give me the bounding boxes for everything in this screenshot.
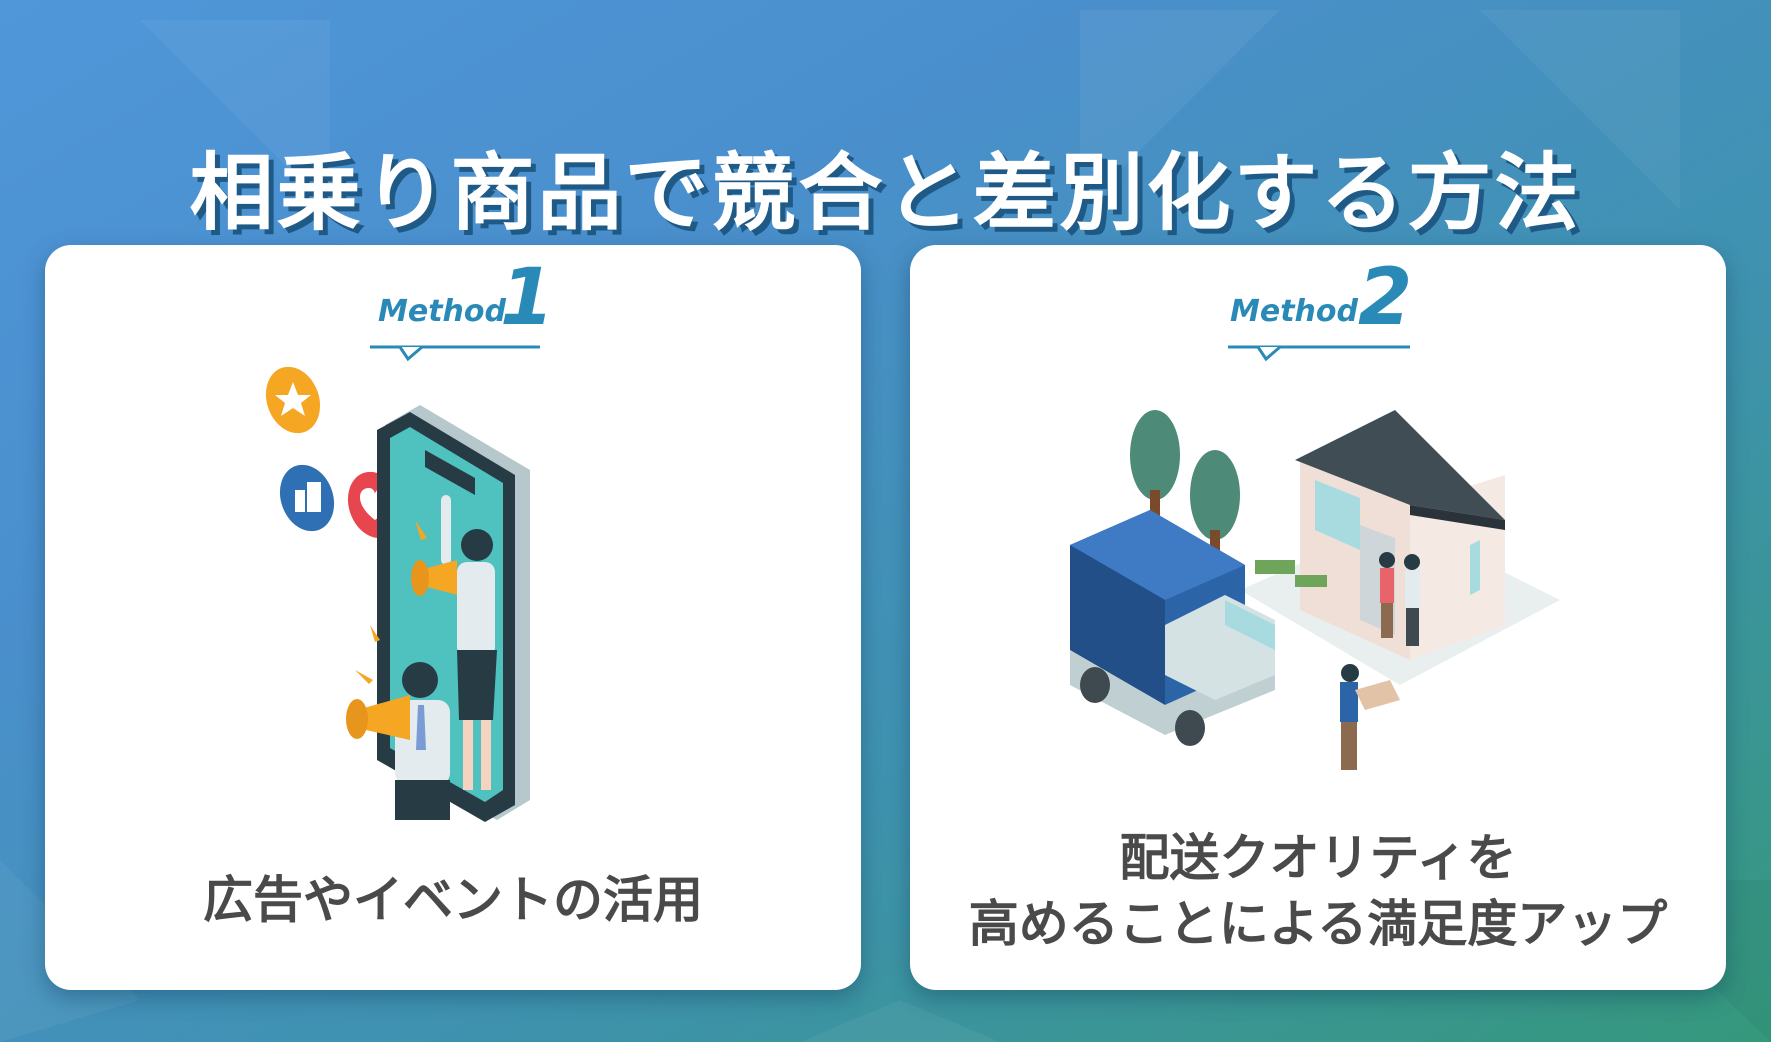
method-heading: Method 1 [45,259,861,367]
star-icon [265,366,321,434]
woman-figure [441,495,497,790]
delivery-person-figure [1340,664,1400,770]
card-caption: 広告やイベントの活用 [45,860,861,932]
method-card-1: Method 1 [45,245,861,990]
truck-house-delivery-illustration [1070,410,1560,770]
caption-line: 高めることによる満足度アップ [968,895,1668,953]
page-title: 相乗り商品で競合と差別化する方法 [189,144,1582,243]
method-label: Method [1230,294,1358,329]
speech-underline [370,345,540,362]
caption-line: 広告やイベントの活用 [203,871,703,929]
speech-underline [1228,345,1410,362]
tree-icon [1130,410,1180,520]
card-caption: 配送クオリティを 高めることによる満足度アップ [910,825,1726,957]
caption-line: 配送クオリティを [1119,829,1517,887]
method-heading: Method 2 [910,259,1726,367]
megaphone-icon [411,560,457,596]
method-number: 2 [1358,253,1413,343]
woman-figure [1379,552,1395,638]
truck-icon [1070,510,1275,746]
man-figure [1404,554,1420,646]
method-number: 1 [500,253,555,343]
tree-icon [1190,450,1240,562]
method-label: Method [378,294,506,329]
method-card-2: Method 2 [910,245,1726,990]
thumbs-up-icon [279,464,335,532]
megaphone-icon [346,695,410,740]
smartphone-megaphone-people-illustration [265,366,530,822]
